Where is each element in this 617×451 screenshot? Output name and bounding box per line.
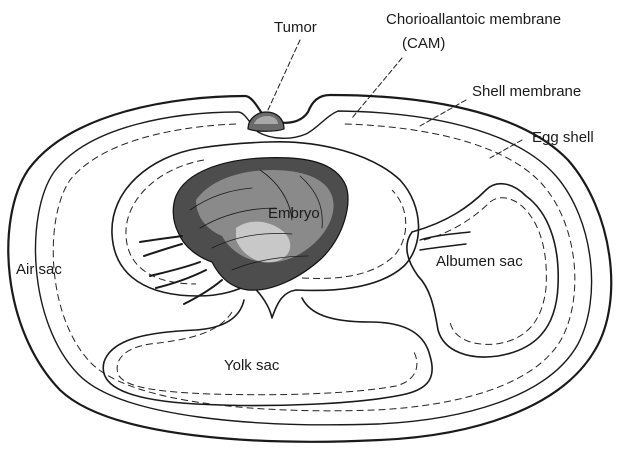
label-tumor: Tumor bbox=[274, 19, 317, 36]
label-egg-shell: Egg shell bbox=[532, 129, 594, 146]
label-air-sac: Air sac bbox=[16, 261, 62, 278]
albumen-connector bbox=[420, 232, 470, 250]
yolk-sac-dashed bbox=[117, 312, 417, 395]
label-embryo: Embryo bbox=[268, 205, 320, 222]
label-albumen-sac: Albumen sac bbox=[436, 253, 523, 270]
label-yolk-sac: Yolk sac bbox=[224, 357, 280, 374]
label-cam-line1: Chorioallantoic membrane bbox=[386, 11, 561, 28]
tumor-leader-line bbox=[268, 40, 300, 110]
label-shell-membrane: Shell membrane bbox=[472, 83, 581, 100]
label-cam-line2: (CAM) bbox=[402, 35, 445, 52]
albumen-sac-dashed bbox=[424, 198, 546, 345]
cam-leader-line bbox=[352, 58, 402, 118]
albumen-sac-outline bbox=[407, 184, 558, 357]
egg-shell-leader-line bbox=[490, 140, 522, 158]
